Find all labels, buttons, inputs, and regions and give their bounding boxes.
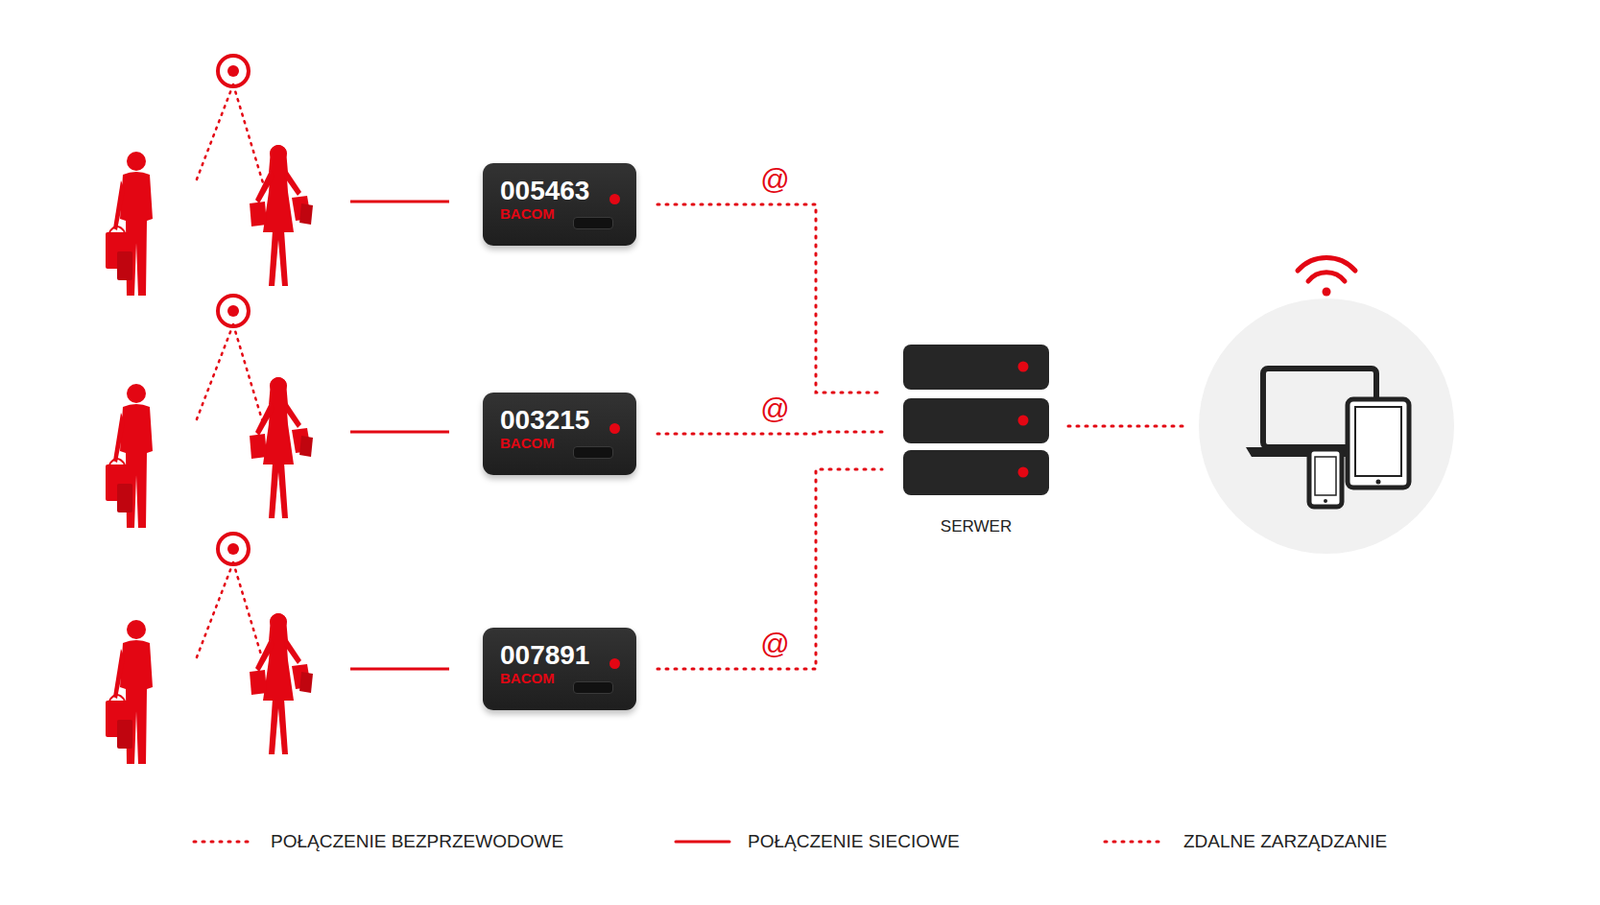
shoppers — [105, 55, 313, 765]
brand-name: BACOM — [500, 669, 598, 687]
counter-device: 007891BACOM — [482, 627, 637, 711]
legend-sample — [675, 840, 730, 844]
email-symbol: @ — [758, 393, 791, 425]
remote-devices — [1068, 257, 1455, 554]
counter-number: 005463 — [500, 176, 598, 206]
legend-text: POŁĄCZENIE BEZPRZEWODOWE — [270, 831, 564, 853]
legend-text: ZDALNE ZARZĄDZANIE — [1183, 831, 1387, 853]
counter-number: 007891 — [500, 641, 598, 670]
wireless-link — [657, 431, 883, 434]
server-unit — [903, 450, 1050, 496]
display-slot — [573, 216, 614, 230]
server-label: SERWER — [903, 517, 1050, 537]
network-cables — [350, 201, 450, 669]
brand-name: BACOM — [500, 434, 598, 452]
wireless-link — [657, 204, 883, 393]
email-symbol: @ — [758, 164, 791, 195]
display-slot — [573, 681, 614, 694]
brand-name: BACOM — [500, 205, 598, 222]
server-unit — [903, 344, 1050, 390]
status-led — [609, 658, 621, 669]
email-symbol: @ — [758, 628, 791, 660]
wireless-link — [657, 469, 883, 669]
server-led — [1018, 361, 1029, 373]
counter-device: 005463BACOM — [482, 163, 637, 246]
server-unit — [903, 398, 1050, 444]
server-icon — [903, 344, 1050, 499]
server-led — [1018, 467, 1029, 478]
legend-sample — [1104, 840, 1159, 844]
counter-number: 003215 — [500, 405, 598, 435]
server-led — [1018, 415, 1029, 427]
status-led — [609, 193, 621, 205]
server-node: SERWER — [903, 344, 1050, 537]
status-led — [609, 423, 621, 434]
legend-text: POŁĄCZENIE SIECIOWE — [747, 831, 960, 853]
legend-sample — [193, 840, 248, 844]
display-slot — [573, 446, 614, 459]
counter-device: 003215BACOM — [482, 392, 637, 476]
